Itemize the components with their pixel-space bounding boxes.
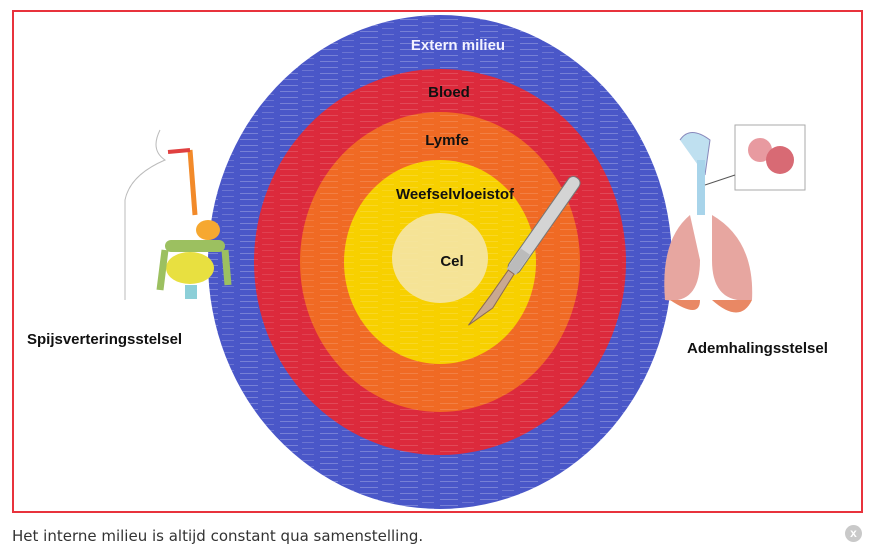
close-icon[interactable]: x [845,525,862,542]
label-spijsverteringsstelsel: Spijsverteringsstelsel [27,331,183,348]
label-ademhalingsstelsel: Ademhalingsstelsel [687,340,828,357]
ring-cel [392,213,488,303]
diagram-frame [12,10,863,513]
label-extern-milieu: Extern milieu [410,37,506,54]
label-cel: Cel [440,253,464,270]
caption-text: Het interne milieu is altijd constant qu… [12,527,424,545]
label-weefselvloeistof: Weefselvloeistof [395,186,515,203]
scalpel-icon [468,176,581,326]
respiratory-system-icon [664,124,806,313]
label-bloed: Bloed [428,84,470,101]
label-lymfe: Lymfe [425,132,469,149]
digestive-system-icon [124,129,232,300]
